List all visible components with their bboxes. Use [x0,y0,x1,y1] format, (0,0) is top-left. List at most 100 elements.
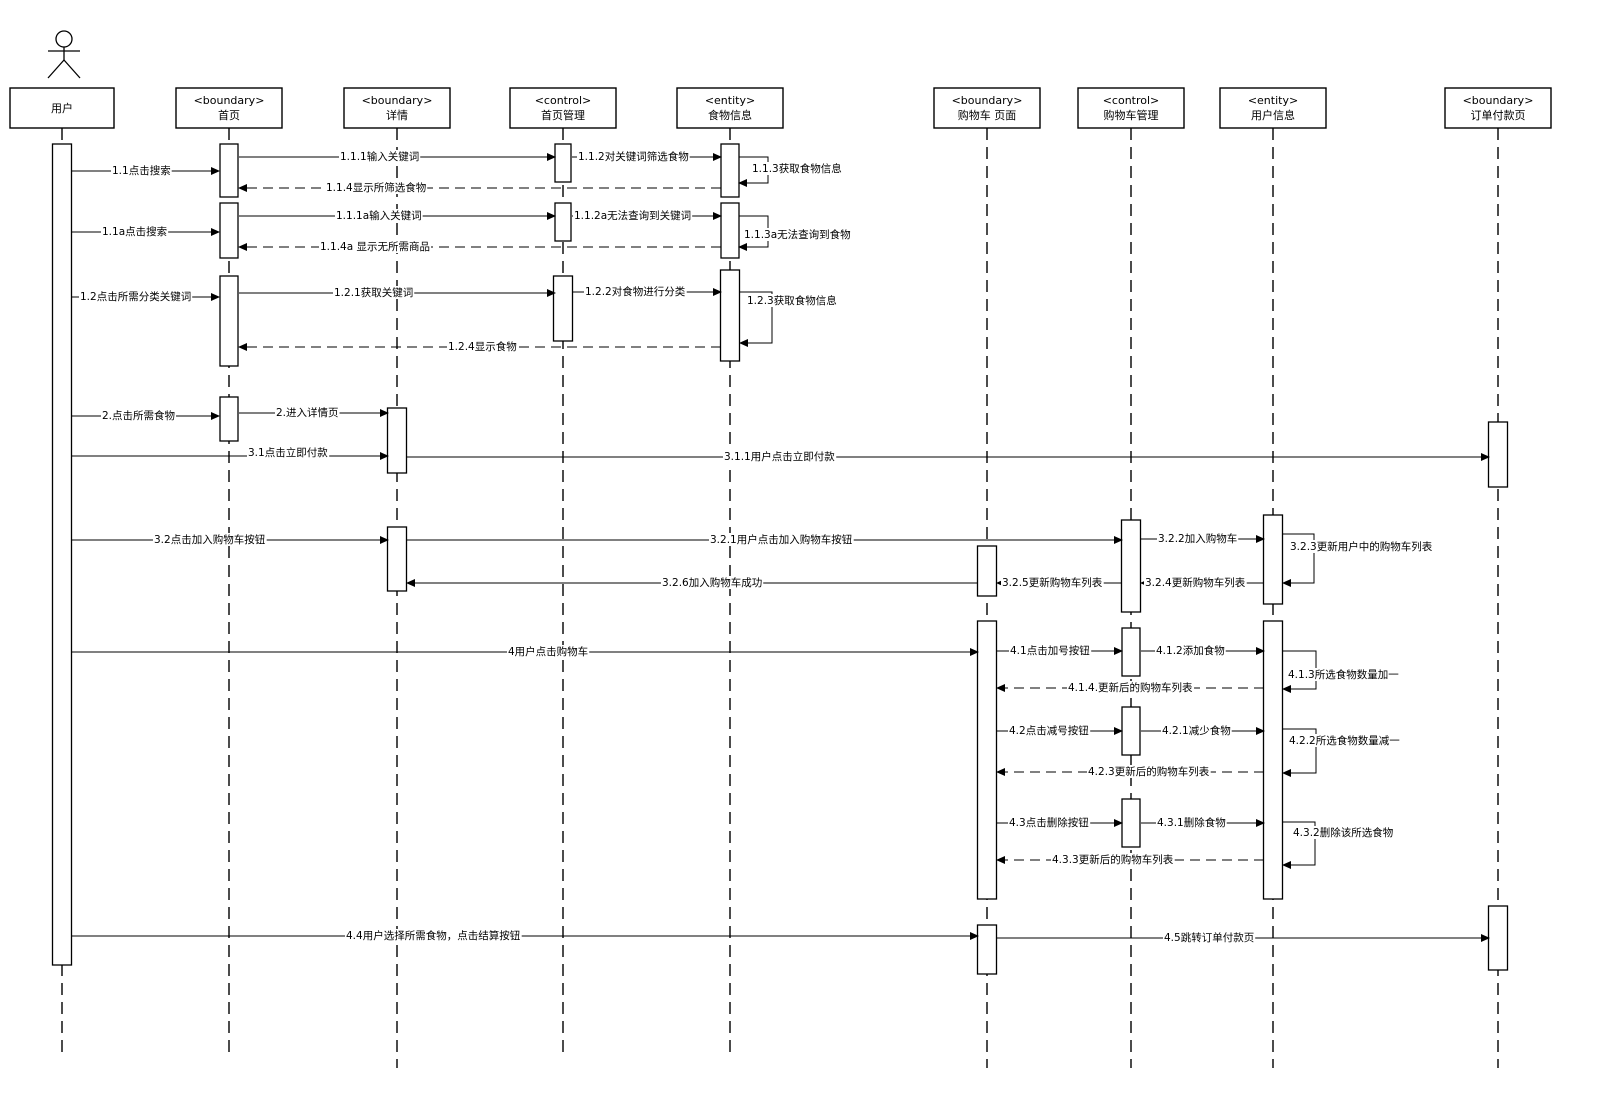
message-label: 4.3点击删除按钮 [1009,816,1089,829]
message-label-bg [1157,532,1239,545]
message-label: 4.2点击减号按钮 [1009,724,1089,737]
message-label: 4.3.1删除食物 [1157,816,1226,829]
message-label-bg [275,406,340,419]
activation-box [1121,627,1141,677]
message-label-bg [1009,644,1092,657]
lifeline-name: 首页 [218,108,240,122]
message-label: 3.2.1用户点击加入购物车按钮 [710,533,853,546]
message-label-bg [101,409,177,422]
lifeline-stereotype: <boundary> [194,94,265,107]
message: 3.1点击立即付款 [72,446,389,460]
message: 4.3.1删除食物 [1141,816,1265,829]
message-label-bg [345,929,522,942]
message-label: 4.2.2所选食物数量减一 [1289,734,1400,747]
message-label-bg [335,209,423,222]
message: 1.2点击所需分类关键词 [72,290,220,303]
message-label-bg [661,576,764,589]
message-label-bg [746,294,838,307]
message-label: 4.1.2添加食物 [1156,644,1225,657]
lifeline-name: 详情 [386,108,408,122]
message-label-bg [339,150,421,163]
message-arrow [1282,821,1316,869]
message-label: 1.2.1获取关键词 [334,286,413,299]
message-label-bg [1144,576,1247,589]
message-label-bg [577,150,690,163]
message-label: 1.1.2对关键词筛选食物 [578,150,689,163]
message: 3.2.2加入购物车 [1141,532,1265,545]
message: 3.2.4更新购物车列表 [1140,576,1264,589]
message-label-bg [111,164,172,177]
message: 1.1.1a输入关键词 [239,209,556,222]
message: 1.2.2对食物进行分类 [573,285,722,298]
activation-box [976,924,998,975]
message-label: 4.1点击加号按钮 [1010,644,1090,657]
lifeline-header-box [509,87,617,129]
message: 3.2.6加入购物车成功 [406,576,978,589]
message-label-bg [1008,816,1091,829]
message-label-bg [507,645,590,658]
message-label: 4.2.3更新后的购物车列表 [1088,765,1210,778]
activation-box [1262,620,1284,900]
lifeline-stereotype: <entity> [705,94,755,107]
message-label: 4.3.2删除该所选食物 [1293,826,1393,839]
lifeline-stereotype: <boundary> [362,94,433,107]
lifeline-name: 购物车管理 [1104,108,1159,122]
activation-box [219,275,239,367]
message-label-bg [1287,668,1401,681]
message-label: 4.5跳转订单付款页 [1164,931,1254,944]
message: 4用户点击购物车 [72,645,979,658]
message-label-bg [79,290,193,303]
message: 3.1.1用户点击立即付款 [407,450,1490,463]
activation-box [386,526,408,592]
lifeline-stereotype: <entity> [1248,94,1298,107]
activation-box [51,143,73,966]
lifeline-header-box [676,87,784,129]
lifeline-food: <entity>食物信息 [676,87,784,1052]
lifeline-cartctl: <control>购物车管理 [1077,87,1185,1068]
message: 4.2点击减号按钮 [997,724,1123,737]
lifeline-stereotype: <control> [535,94,592,107]
lifeline-detail: <boundary>详情 [343,87,451,1068]
lifeline-cartpage: <boundary>购物车 页面 [933,87,1041,1068]
message-label: 4.2.1减少食物 [1162,724,1231,737]
message: 4.3.2删除该所选食物 [1282,821,1395,869]
message-label: 1.2.3获取食物信息 [747,294,837,307]
message: 1.1.3a无法查询到食物 [738,215,852,251]
message-label: 1.1点击搜索 [112,164,171,177]
message: 4.1点击加号按钮 [997,644,1123,657]
message-label: 1.1.1a输入关键词 [336,209,422,222]
message-label: 1.1.3获取食物信息 [752,162,842,175]
message: 1.1.3获取食物信息 [738,156,843,187]
message-label-bg [751,162,843,175]
lifeline-stereotype: <boundary> [952,94,1023,107]
message: 4.1.3所选食物数量加一 [1282,650,1401,693]
message: 4.1.4.更新后的购物车列表 [996,681,1264,694]
lifeline-header-box [933,87,1041,129]
message: 1.2.3获取食物信息 [739,291,838,347]
activation-box [554,143,572,183]
message: 4.4用户选择所需食物，点击结算按钮 [72,929,979,942]
message-label-bg [101,225,169,238]
message-label: 1.1.4显示所筛选食物 [326,181,426,194]
message-label-bg [247,446,330,459]
message-label-bg [447,340,518,353]
message-label: 1.1a点击搜索 [102,225,167,238]
message: 4.2.2所选食物数量减一 [1282,728,1402,777]
lifeline-header-box [9,87,115,129]
message: 1.1.4显示所筛选食物 [238,181,721,194]
message: 4.1.2添加食物 [1141,644,1265,657]
activation-box [1121,798,1141,848]
lifeline-header-box [1444,87,1552,129]
lifeline-name: 用户 [51,101,73,115]
lifeline-header-box [343,87,451,129]
message: 3.2.1用户点击加入购物车按钮 [407,533,1123,546]
message-label: 1.1.3a无法查询到食物 [744,228,851,241]
message-label-bg [723,450,837,463]
message-label-bg [325,181,428,194]
message-label-bg [1087,765,1211,778]
lifeline-header-box [175,87,283,129]
message-label: 1.1.2a无法查询到关键词 [574,209,691,222]
message: 3.2.5更新购物车列表 [996,576,1122,589]
message-label: 3.1点击立即付款 [248,446,328,459]
message-label-bg [1161,724,1232,737]
